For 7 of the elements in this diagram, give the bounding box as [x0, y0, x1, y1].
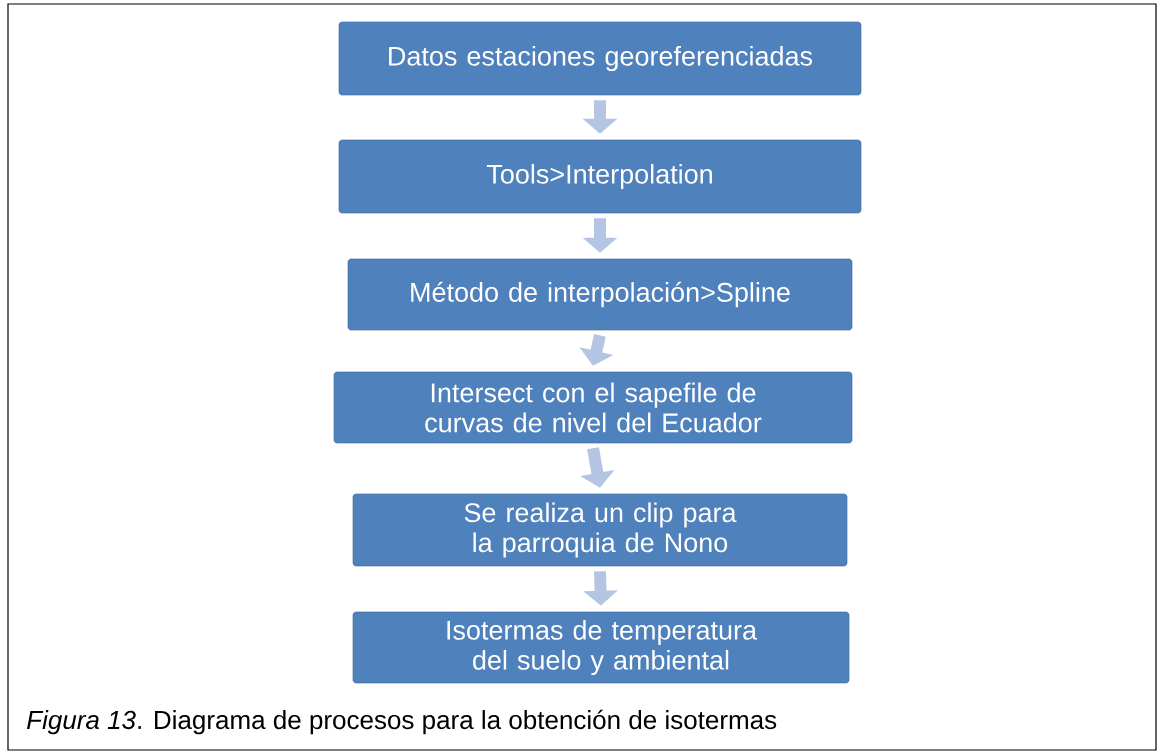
process-box: Isotermas de temperatura del suelo y ambiental	[352, 611, 850, 684]
process-box: Tools>Interpolation	[338, 139, 862, 214]
caption: Figura 13. Diagrama de procesos para la obtención de isotermas	[27, 709, 777, 735]
process-box: Método de interpolación>Spline	[347, 258, 853, 331]
process-box: Datos estaciones georeferenciadas	[338, 21, 862, 96]
process-box: Se realiza un clip para la parroquia de Nono	[352, 493, 848, 567]
process-box: Intersect con el sapefile de curvas de nivel del Ecuador	[333, 371, 853, 444]
